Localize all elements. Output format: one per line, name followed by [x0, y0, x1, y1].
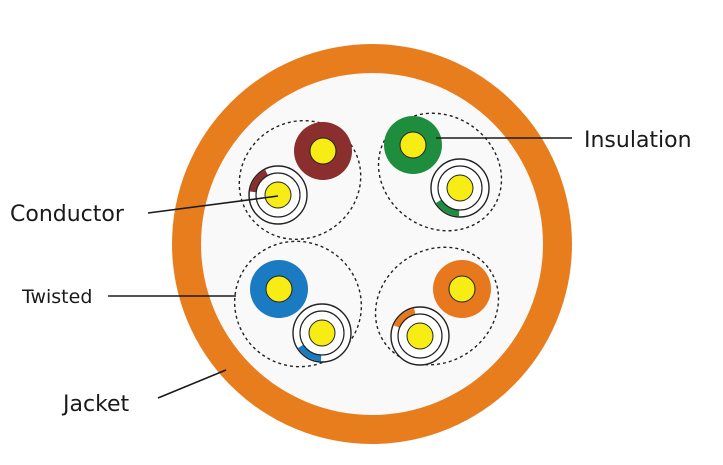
jacket-leader-line: [157, 369, 227, 399]
brown-pair: [238, 119, 362, 241]
blue-pair: [233, 240, 363, 368]
conductor-core: [308, 319, 336, 347]
pair-dashed-boundary: [374, 246, 500, 366]
conductor-core: [406, 322, 434, 350]
conductor-core: [446, 174, 474, 202]
conductor-core: [265, 275, 293, 303]
conductor-core: [399, 131, 427, 159]
conductor-label: Conductor: [10, 202, 125, 227]
orange-pair: [374, 246, 500, 366]
conductor-core: [309, 137, 337, 165]
insulation-label: Insulation: [584, 128, 692, 153]
leader-lines: [108, 137, 572, 399]
twisted-pairs: [233, 112, 503, 368]
conductor-core: [448, 275, 476, 303]
jacket-inner-area: [201, 73, 543, 415]
jacket-label: Jacket: [61, 392, 130, 417]
conductor-core: [264, 181, 292, 209]
green-pair: [377, 112, 503, 232]
cable-jacket: [172, 44, 572, 444]
conductor-leader-line: [147, 195, 279, 214]
twisted-label: Twisted: [21, 286, 92, 308]
